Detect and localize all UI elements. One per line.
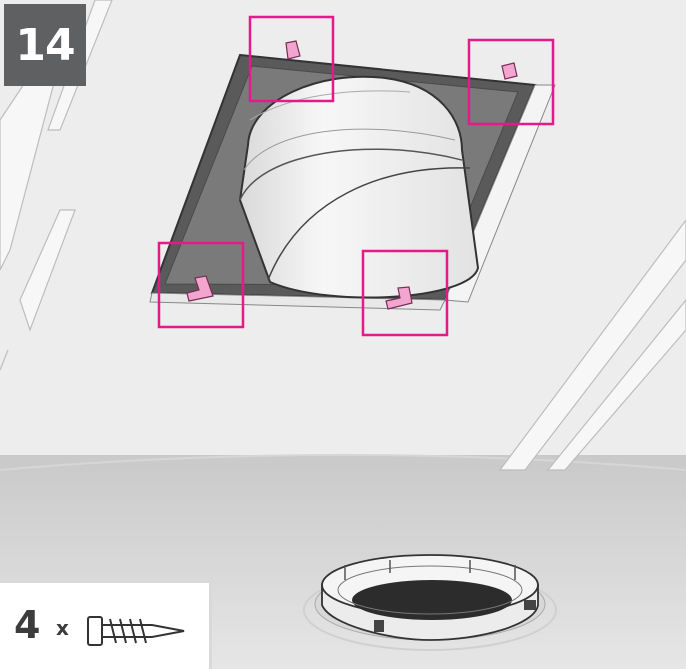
- bracket-top-left: [285, 40, 301, 60]
- callout-bottom-right: [361, 249, 449, 337]
- bracket-bottom-right: [385, 286, 413, 310]
- quantity-count: 4: [14, 603, 41, 647]
- bracket-top-right: [501, 62, 518, 80]
- highlight-callouts: [157, 15, 555, 337]
- bracket-bottom-left: [186, 275, 214, 302]
- callout-top-right: [467, 38, 555, 126]
- quantity-multiplier: x: [56, 616, 69, 640]
- ceiling-edge: [0, 454, 686, 471]
- mounting-brackets: [186, 40, 518, 310]
- screw-icon: [87, 616, 185, 646]
- step-number-badge: 14: [4, 4, 86, 86]
- callout-top-left: [248, 15, 335, 103]
- quantity-panel: 4 x: [0, 580, 212, 669]
- callout-bottom-left: [157, 241, 245, 329]
- ring-adapter: [303, 554, 557, 651]
